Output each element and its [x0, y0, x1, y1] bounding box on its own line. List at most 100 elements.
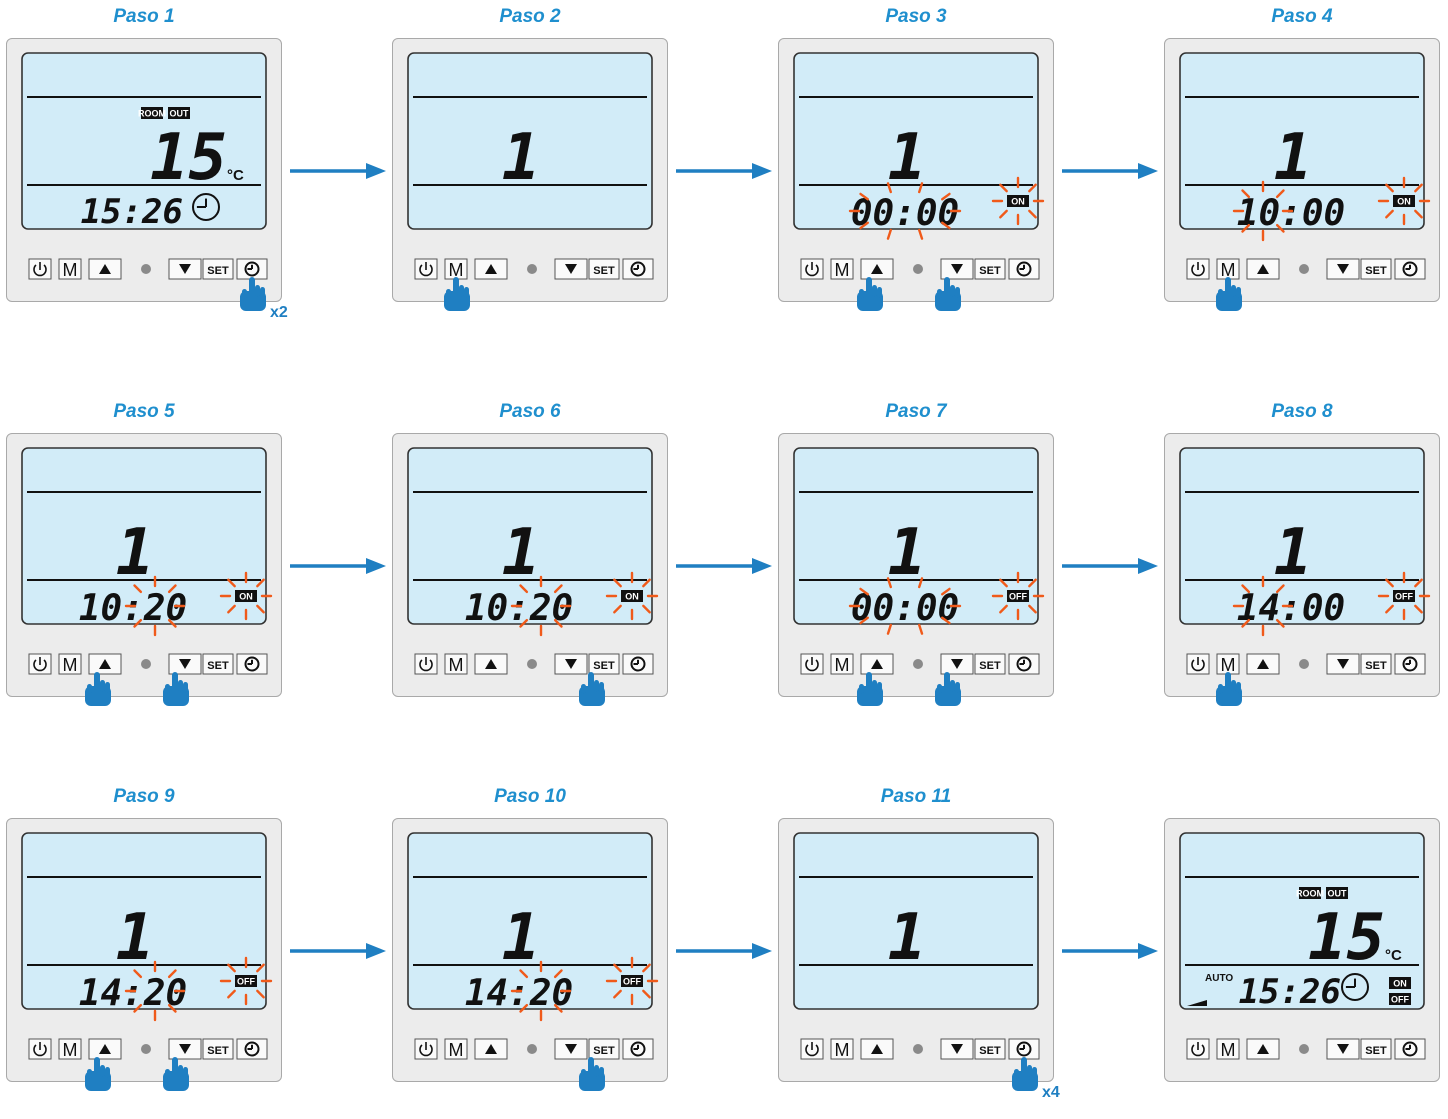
flow-arrow	[676, 558, 772, 574]
up-button[interactable]	[474, 653, 508, 675]
power-button[interactable]	[414, 653, 438, 675]
m-button[interactable]: M	[830, 653, 854, 675]
set-button[interactable]: SET	[588, 1038, 620, 1060]
power-button[interactable]	[800, 653, 824, 675]
m-button[interactable]: M	[58, 258, 82, 280]
clock-button[interactable]	[1008, 1038, 1040, 1060]
m-button[interactable]: M	[830, 258, 854, 280]
set-key-label: SET	[207, 1045, 229, 1057]
clock-button[interactable]	[1394, 258, 1426, 280]
set-key-label: SET	[1365, 1045, 1387, 1057]
up-button[interactable]	[860, 1038, 894, 1060]
blink-ray	[859, 221, 869, 230]
off-indicator: OFF	[235, 975, 257, 987]
m-key-label: M	[835, 1040, 850, 1060]
up-button[interactable]	[88, 258, 122, 280]
power-button[interactable]	[1186, 258, 1210, 280]
power-button[interactable]	[800, 258, 824, 280]
down-button[interactable]	[554, 258, 588, 280]
down-button[interactable]	[168, 653, 202, 675]
blink-indicator	[124, 571, 273, 637]
up-button[interactable]	[1246, 258, 1280, 280]
down-button[interactable]	[940, 1038, 974, 1060]
blink-ray	[519, 618, 529, 628]
down-button[interactable]	[554, 653, 588, 675]
temperature-readout: 15	[1308, 901, 1385, 975]
clock-button[interactable]	[1008, 258, 1040, 280]
down-button[interactable]	[168, 258, 202, 280]
blink-indicator	[848, 571, 1045, 635]
room-indicator: ROOM	[138, 107, 166, 119]
up-button[interactable]	[474, 258, 508, 280]
set-button[interactable]: SET	[588, 653, 620, 675]
power-button[interactable]	[28, 258, 52, 280]
set-button[interactable]: SET	[202, 1038, 234, 1060]
down-button[interactable]	[1326, 258, 1360, 280]
clock-button[interactable]	[236, 258, 268, 280]
blink-ray	[642, 963, 651, 973]
m-button[interactable]: M	[444, 653, 468, 675]
down-arrow-icon	[179, 659, 191, 669]
m-button[interactable]: M	[1216, 1038, 1240, 1060]
up-button[interactable]	[474, 1038, 508, 1060]
up-button[interactable]	[1246, 653, 1280, 675]
set-button[interactable]: SET	[588, 258, 620, 280]
up-button[interactable]	[88, 1038, 122, 1060]
button-row: M SET	[1186, 258, 1426, 280]
down-button[interactable]	[168, 1038, 202, 1060]
power-button[interactable]	[1186, 1038, 1210, 1060]
set-button[interactable]: SET	[974, 653, 1006, 675]
power-button[interactable]	[800, 1038, 824, 1060]
m-button[interactable]: M	[444, 258, 468, 280]
set-button[interactable]: SET	[202, 258, 234, 280]
clock-button[interactable]	[1008, 653, 1040, 675]
clock-key-icon	[1016, 656, 1032, 672]
clock-button[interactable]	[622, 1038, 654, 1060]
down-button[interactable]	[554, 1038, 588, 1060]
m-button[interactable]: M	[1216, 653, 1240, 675]
set-button[interactable]: SET	[974, 258, 1006, 280]
set-button[interactable]: SET	[1360, 1038, 1392, 1060]
set-button[interactable]: SET	[974, 1038, 1006, 1060]
button-row: M SET	[800, 653, 1040, 675]
down-button[interactable]	[940, 258, 974, 280]
power-button[interactable]	[28, 1038, 52, 1060]
clock-button[interactable]	[236, 653, 268, 675]
m-button[interactable]: M	[444, 1038, 468, 1060]
set-key-label: SET	[593, 1045, 615, 1057]
up-button[interactable]	[88, 653, 122, 675]
clock-button[interactable]	[622, 258, 654, 280]
button-row: M SET	[28, 258, 268, 280]
power-button[interactable]	[28, 653, 52, 675]
down-button[interactable]	[1326, 653, 1360, 675]
m-button[interactable]: M	[1216, 258, 1240, 280]
up-button[interactable]	[860, 258, 894, 280]
step-title: Paso 1	[113, 6, 175, 27]
blink-ray	[1241, 189, 1251, 199]
m-button[interactable]: M	[830, 1038, 854, 1060]
power-button[interactable]	[1186, 653, 1210, 675]
set-button[interactable]: SET	[1360, 653, 1392, 675]
set-button[interactable]: SET	[1360, 258, 1392, 280]
clock-button[interactable]	[1394, 653, 1426, 675]
up-button[interactable]	[860, 653, 894, 675]
power-button[interactable]	[414, 1038, 438, 1060]
power-button[interactable]	[414, 258, 438, 280]
set-button[interactable]: SET	[202, 653, 234, 675]
blink-ray	[941, 221, 951, 230]
up-button[interactable]	[1246, 1038, 1280, 1060]
clock-button[interactable]	[622, 653, 654, 675]
m-button[interactable]: M	[58, 1038, 82, 1060]
m-button[interactable]: M	[58, 653, 82, 675]
clock-button[interactable]	[1394, 1038, 1426, 1060]
clock-button[interactable]	[236, 1038, 268, 1060]
down-button[interactable]	[940, 653, 974, 675]
blink-ray	[1241, 223, 1251, 233]
down-button[interactable]	[1326, 1038, 1360, 1060]
blink-ray	[1275, 189, 1285, 199]
